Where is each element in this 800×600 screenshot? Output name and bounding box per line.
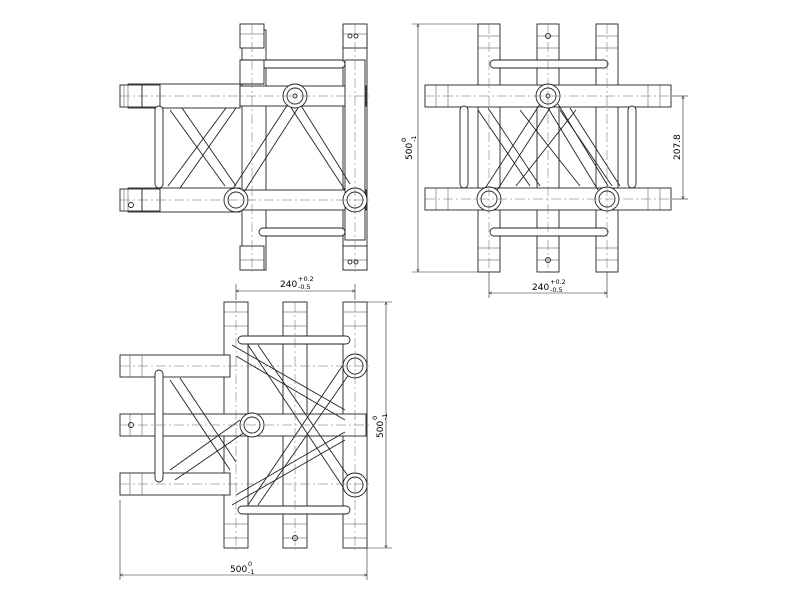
dimension-side-offset: 207.8 — [672, 96, 688, 199]
dimension-top-height-value: 500 — [376, 421, 386, 438]
dimension-front-width-value: 240 — [280, 280, 297, 290]
dimension-side-width-value: 240 — [532, 283, 549, 293]
truss-view-front — [119, 23, 370, 272]
dimension-side-height-lower: -1 — [410, 136, 418, 142]
dimension-top-height: 500 0 -1 — [367, 302, 392, 548]
dimension-side-offset-value: 207.8 — [673, 134, 683, 160]
dimension-top-width-upper: 0 — [248, 560, 252, 568]
dimension-top-width: 500 0 -1 — [120, 500, 367, 580]
truss-view-side: 500 0 -1 207.8 240 +0.2 -0.5 — [400, 23, 688, 298]
dimension-side-width-upper: +0.2 — [550, 278, 566, 286]
dimension-front-width-lower: -0.5 — [298, 283, 311, 291]
dimension-top-width-lower: -1 — [248, 568, 254, 576]
dimension-side-height: 500 0 -1 — [400, 24, 478, 272]
dimension-front-width: 240 +0.2 -0.5 — [236, 275, 355, 300]
truss-view-top: 500 0 -1 500 0 -1 — [119, 302, 392, 580]
dimension-top-width-value: 500 — [230, 565, 247, 575]
dimension-front-width-upper: +0.2 — [298, 275, 314, 283]
dimension-side-width-lower: -0.5 — [550, 286, 563, 294]
dimension-side-height-upper: 0 — [400, 138, 408, 142]
dimension-top-height-upper: 0 — [371, 416, 379, 420]
dimension-side-height-value: 500 — [405, 143, 415, 160]
dimension-side-width: 240 +0.2 -0.5 — [489, 272, 607, 298]
dimension-top-height-lower: -1 — [381, 414, 389, 420]
